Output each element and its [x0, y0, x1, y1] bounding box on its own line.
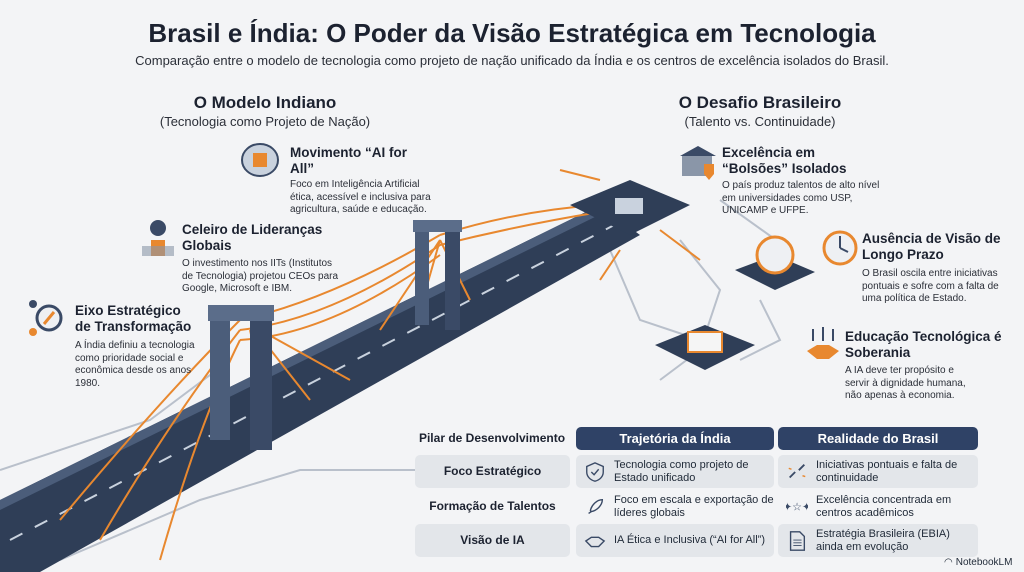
- item-title: Movimento “AI for All”: [290, 145, 407, 176]
- notebooklm-logo-icon: ◠: [944, 557, 953, 568]
- row-india: IA Ética e Inclusiva (“AI for All”): [576, 524, 774, 557]
- india-heading: O Modelo Indiano: [193, 93, 337, 112]
- brasil-subheading: (Talento vs. Continuidade): [684, 114, 836, 129]
- row-brasil: Iniciativas pontuais e falta de continui…: [778, 455, 978, 488]
- row-india: Tecnologia como projeto de Estado unific…: [576, 455, 774, 488]
- item-desc: O Brasil oscila entre iniciativas pontua…: [862, 268, 999, 304]
- india-subheading: (Tecnologia como Projeto de Nação): [159, 114, 371, 129]
- cell-text: Estratégia Brasileira (EBIA) ainda em ev…: [816, 527, 950, 553]
- table-header-brasil: Realidade do Brasil: [778, 427, 978, 450]
- cell-text: Excelência concentrada em centros acadêm…: [816, 493, 952, 519]
- cell-text: Foco em escala e exportação de líderes g…: [614, 493, 774, 519]
- item-desc: Foco em Inteligência Artificial ética, a…: [290, 179, 431, 215]
- cell-text: Iniciativas pontuais e falta de continui…: [816, 458, 958, 484]
- chip-platform: [570, 180, 690, 235]
- cell-text: IA Ética e Inclusiva (“AI for All”): [614, 534, 765, 546]
- item-desc: O país produz talentos de alto nível em …: [722, 180, 880, 216]
- item-title: Ausência de Visão de Longo Prazo: [862, 231, 1001, 262]
- item-desc: A IA deve ter propósito e servir à digni…: [845, 365, 966, 401]
- item-desc: A Índia definiu a tecnologia como priori…: [75, 340, 195, 389]
- book-platform: [655, 325, 755, 370]
- bridge-tower-left: [208, 305, 274, 450]
- item-title: Eixo Estratégico de Transformação: [75, 303, 192, 334]
- broken-link-icon: [788, 463, 806, 478]
- row-brasil: ✦☆✦ Excelência concentrada em centros aca…: [778, 490, 978, 523]
- notebooklm-watermark: ◠ NotebookLM: [944, 557, 1012, 568]
- bridge-road: [0, 205, 640, 572]
- row-pillar: Formação de Talentos: [429, 499, 556, 513]
- item-title: Educação Tecnológica é Soberania: [845, 329, 1002, 360]
- row-pillar: Foco Estratégico: [415, 455, 570, 488]
- document-icon: [789, 530, 806, 551]
- svg-text:✦☆✦: ✦☆✦: [786, 501, 808, 513]
- globe-podium-icon: [142, 220, 174, 256]
- clock-platform: [735, 235, 815, 290]
- row-pillar: Visão de IA: [415, 524, 570, 557]
- row-india: Foco em escala e exportação de líderes g…: [576, 490, 774, 523]
- item-title: Excelência em “Bolsões” Isolados: [722, 145, 847, 176]
- stars-icon: ✦☆✦: [786, 501, 808, 513]
- brain-ai-icon: [241, 143, 279, 177]
- item-title: Celeiro de Lideranças Globais: [182, 222, 323, 253]
- handshake-circuit-icon: [807, 327, 839, 359]
- page-title: Brasil e Índia: O Poder da Visão Estraté…: [148, 18, 876, 48]
- cell-text: Tecnologia como projeto de Estado unific…: [614, 458, 749, 484]
- university-shield-icon: [680, 146, 716, 180]
- handshake-icon: [584, 536, 606, 547]
- compass-gears-icon: [29, 300, 63, 336]
- page-subtitle: Comparação entre o modelo de tecnologia …: [135, 53, 889, 68]
- table-header-india: Trajetória da Índia: [576, 427, 774, 450]
- table-header-pillar: Pilar de Desenvolvimento: [418, 431, 566, 445]
- bridge-tower-right: [413, 220, 462, 330]
- broken-clock-icon: [822, 230, 858, 266]
- shield-check-icon: [586, 461, 604, 482]
- row-brasil: Estratégia Brasileira (EBIA) ainda em ev…: [778, 524, 978, 557]
- brasil-heading: O Desafio Brasileiro: [678, 93, 842, 112]
- rocket-icon: [588, 498, 604, 514]
- item-desc: O investimento nos IITs (Institutos de T…: [182, 258, 339, 294]
- brand-label: NotebookLM: [955, 557, 1013, 568]
